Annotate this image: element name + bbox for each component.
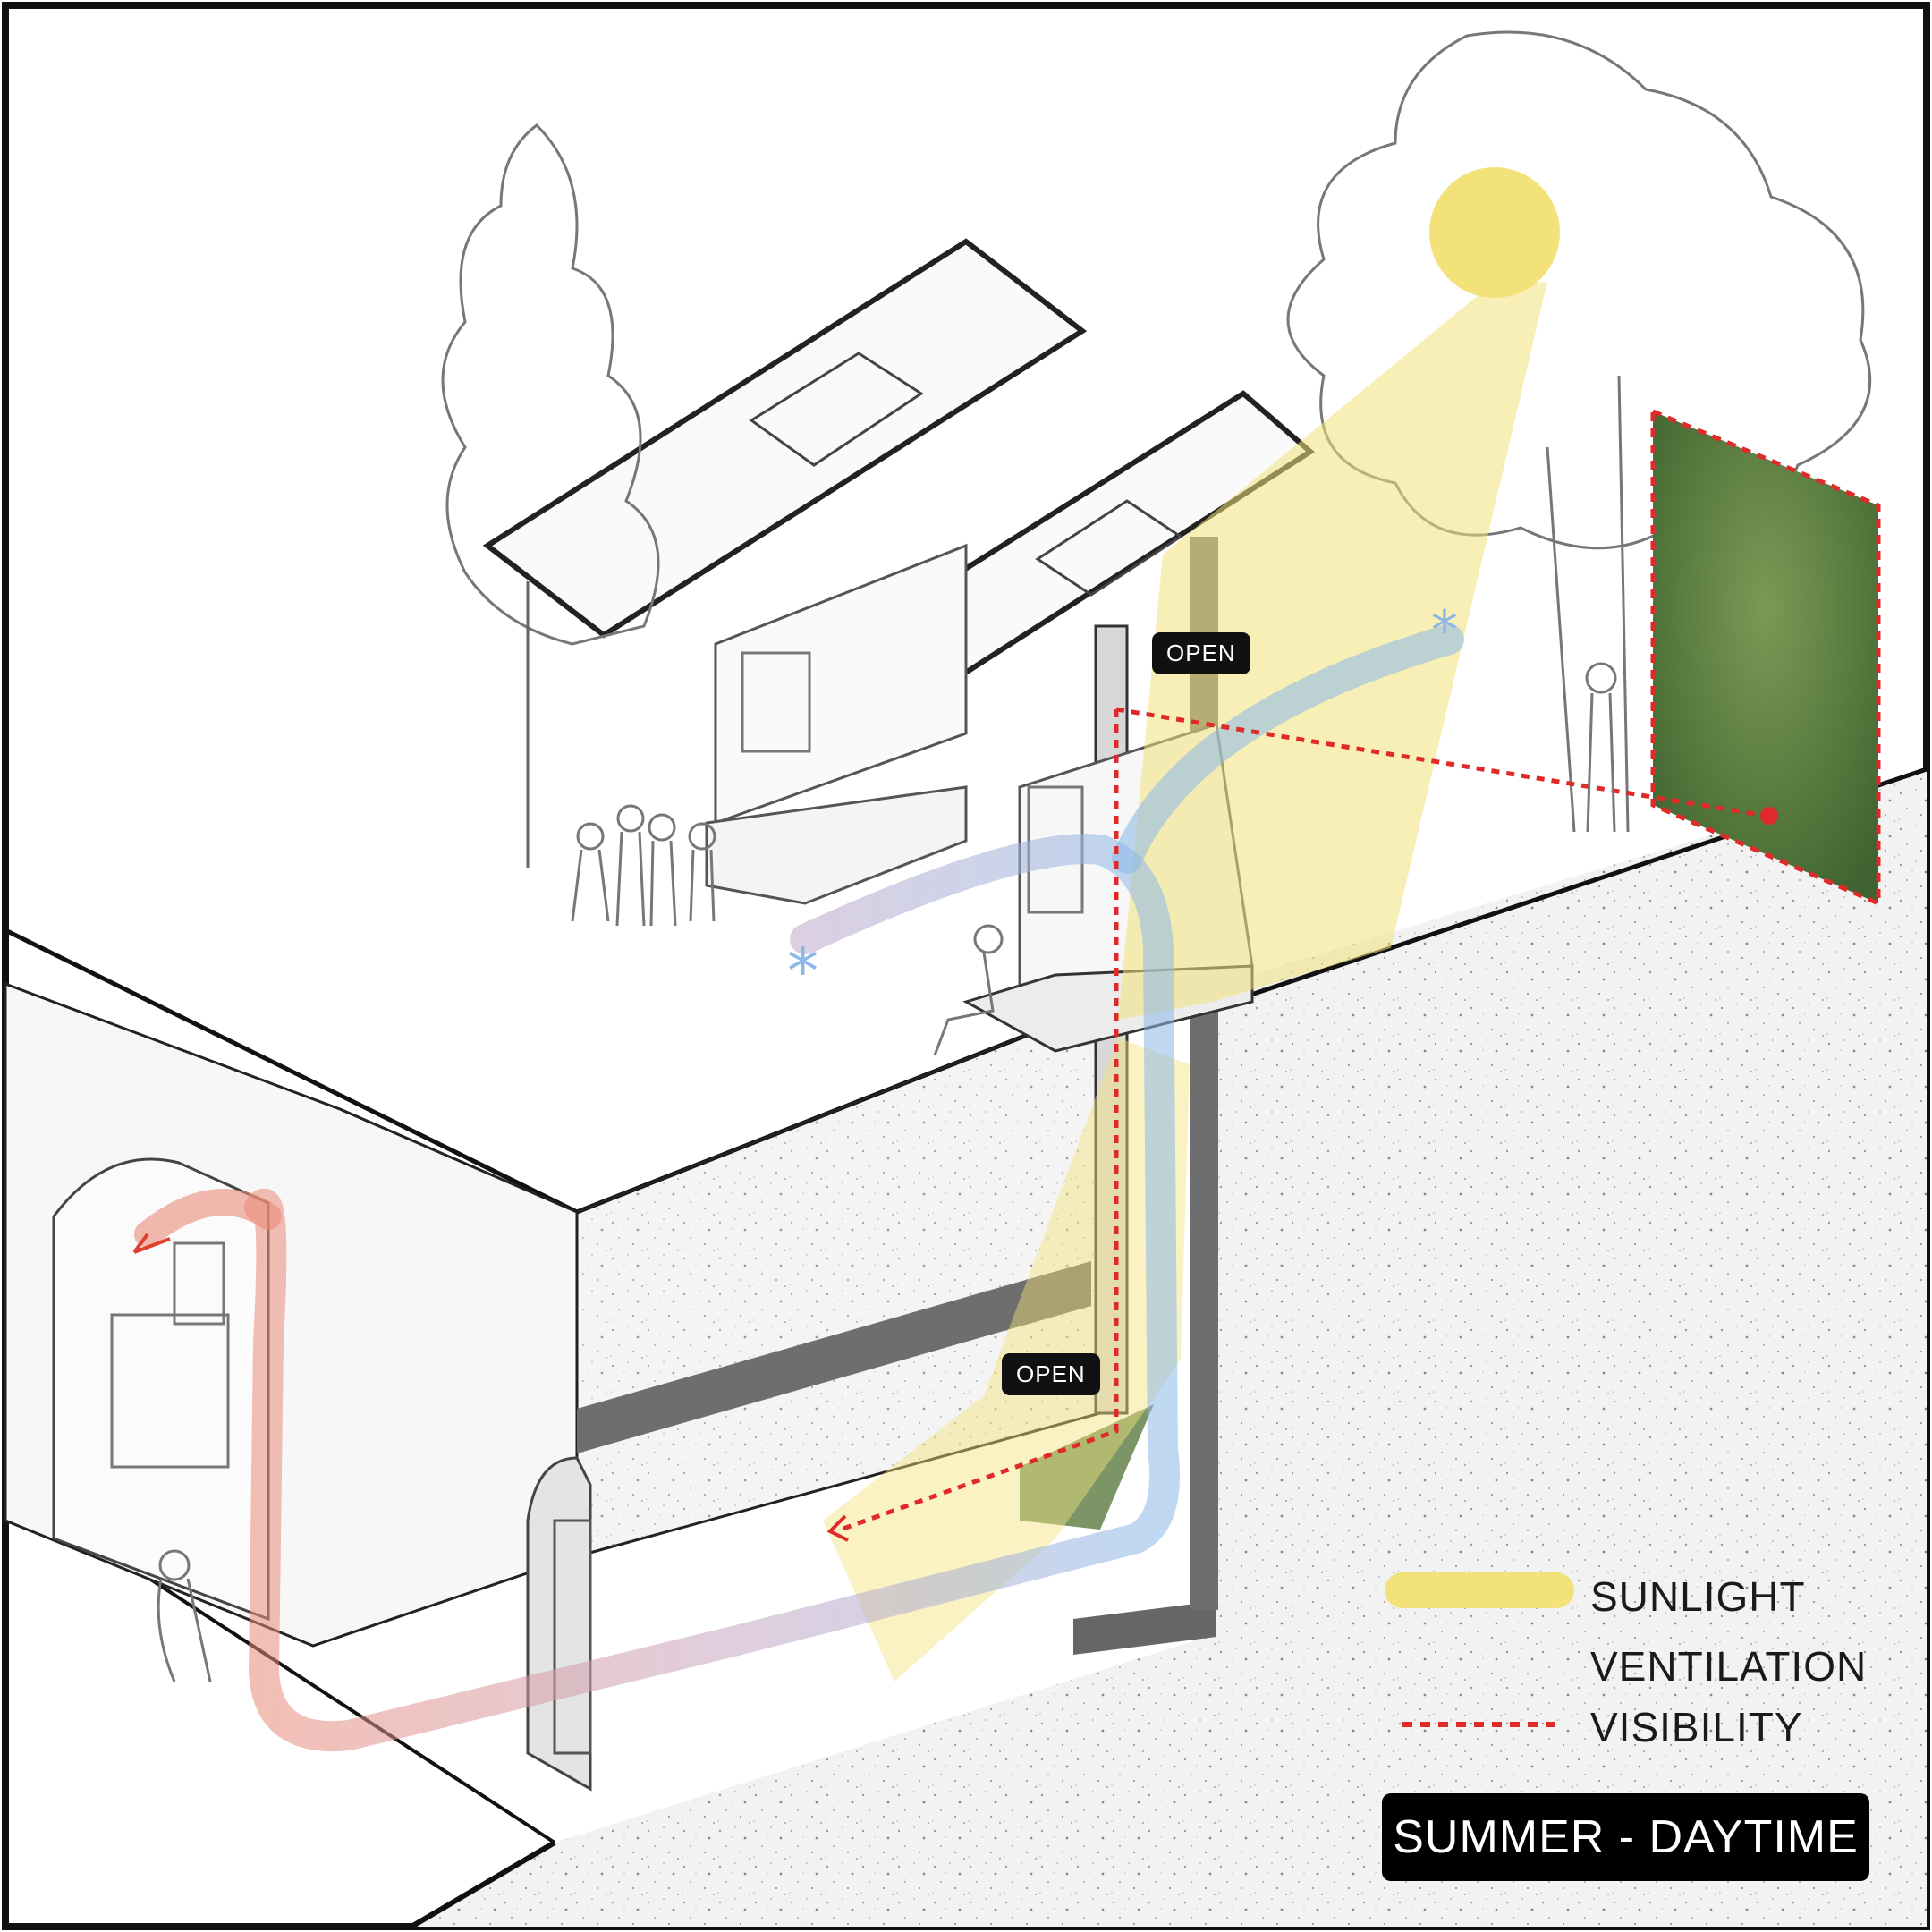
open-tag-upper: OPEN bbox=[1152, 632, 1250, 674]
chamber-floor-edge bbox=[1073, 1601, 1216, 1655]
kiosk-body-back bbox=[714, 543, 968, 826]
legend-label-visibility: VISIBILITY bbox=[1590, 1704, 1803, 1750]
chamber-planter bbox=[1020, 1404, 1154, 1530]
tunnel-arch-left bbox=[52, 1157, 270, 1622]
ventilation-intake bbox=[134, 1189, 282, 1248]
earth-mass bbox=[411, 769, 1927, 1927]
ventilation-exit-up bbox=[1112, 624, 1464, 874]
lattice-screen-left bbox=[110, 1313, 230, 1469]
chamber-arch-front bbox=[526, 1456, 592, 1792]
sunlight-beam bbox=[1118, 282, 1547, 1020]
legend-label-ventilation: VENTILATION bbox=[1590, 1643, 1868, 1690]
kiosk-screen-back bbox=[741, 651, 811, 753]
window-left bbox=[173, 1241, 225, 1326]
air-star-icon-right: * bbox=[1431, 599, 1458, 662]
air-star-icon-left: * bbox=[787, 935, 818, 1008]
chamber-door-screen bbox=[553, 1519, 592, 1755]
kiosk-bench-back bbox=[705, 785, 968, 905]
earth-section-face bbox=[577, 1006, 1100, 1556]
season-label: SUMMER - DAYTIME bbox=[1382, 1793, 1869, 1881]
visibility-arrow bbox=[826, 1514, 849, 1542]
tree-trunk-right-2 bbox=[1617, 375, 1630, 833]
legend-label-sunlight: SUNLIGHT bbox=[1590, 1573, 1806, 1620]
kiosk-roof-back bbox=[482, 238, 1088, 639]
lower-ground-edge bbox=[410, 1840, 556, 1929]
tree-trunk-right-1 bbox=[1546, 446, 1576, 833]
street-edge-line bbox=[4, 928, 579, 1215]
people-group bbox=[157, 662, 1617, 1682]
ventilation-path bbox=[244, 834, 1180, 1752]
view-frame bbox=[1650, 408, 1881, 907]
framed-tree-view bbox=[1653, 411, 1878, 903]
visibility-line-down bbox=[840, 709, 1119, 1532]
tree-outline-right bbox=[1286, 30, 1872, 550]
chamber-lintel bbox=[577, 1261, 1091, 1453]
visibility-target-dot bbox=[1760, 807, 1778, 825]
skylight-back bbox=[749, 352, 924, 467]
ventilation-arrow bbox=[132, 1233, 171, 1254]
skylight-front bbox=[1035, 499, 1183, 597]
open-tag-lower: OPEN bbox=[1002, 1353, 1100, 1395]
visibility-line-out bbox=[1115, 707, 1767, 818]
sun-icon bbox=[1429, 167, 1560, 298]
